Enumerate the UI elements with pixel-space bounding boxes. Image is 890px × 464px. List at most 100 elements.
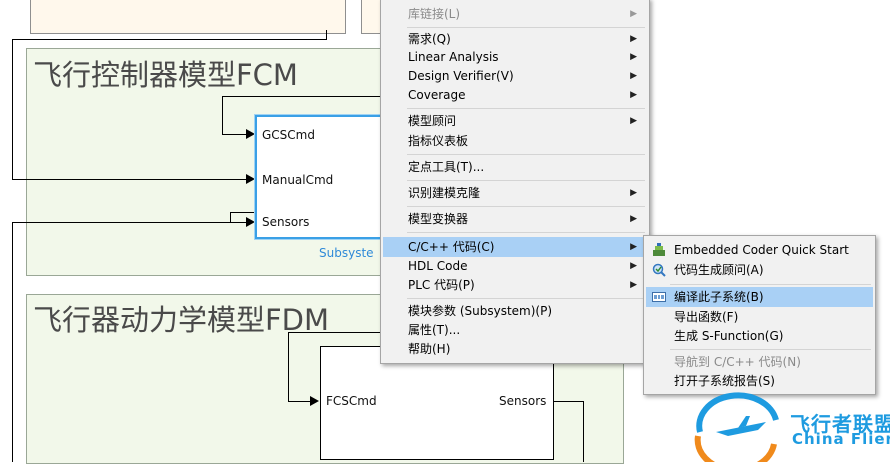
upper-area[interactable] <box>30 0 346 34</box>
menu-item-label: Design Verifier(V) <box>408 69 514 83</box>
port-manualcmd: ManualCmd <box>262 173 334 187</box>
menu-item-label: 编译此子系统(B) <box>674 290 764 304</box>
menu-item-metrics-dashboard[interactable]: 指标仪表板 <box>383 131 647 151</box>
menu-separator <box>407 180 645 181</box>
chevron-right-icon: ▶ <box>630 52 637 62</box>
menu-item-plc-code[interactable]: PLC 代码(P) ▶ <box>383 275 647 295</box>
arrow-head <box>310 396 319 406</box>
subsystem-name[interactable]: Subsyste <box>319 246 374 260</box>
menu-item-hdl-code[interactable]: HDL Code ▶ <box>383 256 647 276</box>
port-fcscmd: FCSCmd <box>326 394 377 408</box>
menu-item-label: 属性(T)... <box>408 323 461 337</box>
menu-item-linear-analysis[interactable]: Linear Analysis ▶ <box>383 47 647 67</box>
menu-item-label: HDL Code <box>408 259 468 273</box>
chevron-right-icon: ▶ <box>630 9 637 19</box>
signal-line[interactable] <box>288 332 382 333</box>
menu-item-help[interactable]: 帮助(H) <box>383 339 647 359</box>
submenu-item-navigate-to-code[interactable]: 导航到 C/C++ 代码(N) <box>646 352 873 372</box>
code-submenu[interactable]: Embedded Coder Quick Start 代码生成顾问(A) 编译此… <box>643 235 876 395</box>
context-menu[interactable]: 库链接(L) ▶ 需求(Q) ▶ Linear Analysis ▶ Design V… <box>380 0 650 364</box>
code-advisor-icon <box>652 263 666 277</box>
menu-separator <box>407 298 645 299</box>
arrow-head <box>246 129 255 139</box>
signal-line[interactable] <box>326 30 327 40</box>
subsystem-block[interactable] <box>255 115 389 239</box>
submenu-item-code-advisor[interactable]: 代码生成顾问(A) <box>646 260 873 280</box>
build-subsystem-icon <box>652 290 666 304</box>
arrow-head <box>246 174 255 184</box>
signal-line[interactable] <box>222 134 248 135</box>
signal-line[interactable] <box>583 401 584 462</box>
menu-separator <box>407 154 645 155</box>
signal-line[interactable] <box>222 96 223 134</box>
menu-separator <box>670 284 871 285</box>
menu-item-properties[interactable]: 属性(T)... <box>383 320 647 340</box>
menu-item-fixed-point-tool[interactable]: 定点工具(T)... <box>383 157 647 177</box>
chevron-right-icon: ▶ <box>630 71 637 81</box>
menu-item-label: Coverage <box>408 88 466 102</box>
signal-line[interactable] <box>230 212 231 222</box>
menu-separator <box>407 108 645 109</box>
menu-item-label: 指标仪表板 <box>408 134 469 148</box>
signal-line[interactable] <box>553 401 583 402</box>
signal-line[interactable] <box>288 332 289 401</box>
watermark-logo-icon <box>694 392 779 462</box>
embedded-coder-icon <box>652 243 666 257</box>
menu-item-design-verifier[interactable]: Design Verifier(V) ▶ <box>383 66 647 86</box>
menu-item-label: 代码生成顾问(A) <box>674 263 764 277</box>
menu-separator <box>407 27 645 28</box>
menu-item-cpp-code[interactable]: C/C++ 代码(C) ▶ <box>383 237 647 257</box>
chevron-right-icon: ▶ <box>630 34 637 44</box>
signal-line[interactable] <box>12 222 13 462</box>
menu-item-library-link[interactable]: 库链接(L) ▶ <box>383 4 647 24</box>
menu-item-label: C/C++ 代码(C) <box>408 240 495 254</box>
menu-item-label: 模型顾问 <box>408 114 457 128</box>
port-sensors-out: Sensors <box>499 394 547 408</box>
signal-line[interactable] <box>222 96 382 97</box>
menu-item-coverage[interactable]: Coverage ▶ <box>383 85 647 105</box>
chevron-right-icon: ▶ <box>630 242 637 252</box>
menu-item-identify-clones[interactable]: 识别建模克隆 ▶ <box>383 183 647 203</box>
menu-item-label: 生成 S-Function(G) <box>674 329 784 343</box>
menu-item-label: 帮助(H) <box>408 342 451 356</box>
signal-line[interactable] <box>288 401 310 402</box>
menu-item-requirements[interactable]: 需求(Q) ▶ <box>383 29 647 49</box>
submenu-item-build-subsystem[interactable]: 编译此子系统(B) <box>646 287 873 307</box>
menu-item-label: PLC 代码(P) <box>408 278 475 292</box>
watermark-cn: 飞行者联盟 <box>790 412 890 436</box>
menu-item-label: 库链接(L) <box>408 7 461 21</box>
menu-separator <box>407 232 645 233</box>
submenu-item-export-functions[interactable]: 导出函数(F) <box>646 307 873 327</box>
menu-item-label: 打开子系统报告(S) <box>674 374 775 388</box>
watermark-en: China Flier <box>792 430 890 448</box>
fdm-block[interactable] <box>320 346 554 460</box>
submenu-item-generate-s-function[interactable]: 生成 S-Function(G) <box>646 326 873 346</box>
chevron-right-icon: ▶ <box>630 280 637 290</box>
submenu-item-open-subsystem-report[interactable]: 打开子系统报告(S) <box>646 371 873 391</box>
menu-item-label: 定点工具(T)... <box>408 160 485 174</box>
menu-separator <box>407 206 645 207</box>
port-gcscmd: GCSCmd <box>262 128 315 142</box>
signal-line[interactable] <box>12 39 327 40</box>
menu-item-block-parameters[interactable]: 模块参数 (Subsystem)(P) <box>383 301 647 321</box>
chevron-right-icon: ▶ <box>630 90 637 100</box>
menu-item-label: 识别建模克隆 <box>408 186 481 200</box>
menu-item-model-transformer[interactable]: 模型变换器 ▶ <box>383 209 647 229</box>
signal-line[interactable] <box>12 222 248 223</box>
menu-item-model-advisor[interactable]: 模型顾问 ▶ <box>383 111 647 131</box>
chevron-right-icon: ▶ <box>630 214 637 224</box>
chevron-right-icon: ▶ <box>630 116 637 126</box>
port-sensors: Sensors <box>262 215 310 229</box>
submenu-item-embedded-coder-quick-start[interactable]: Embedded Coder Quick Start <box>646 240 873 260</box>
menu-item-label: Embedded Coder Quick Start <box>674 243 849 257</box>
menu-item-label: 导出函数(F) <box>674 310 739 324</box>
chevron-right-icon: ▶ <box>630 261 637 271</box>
chevron-right-icon: ▶ <box>630 188 637 198</box>
menu-item-label: 需求(Q) <box>408 32 451 46</box>
menu-item-label: 模型变换器 <box>408 212 469 226</box>
signal-line[interactable] <box>12 39 13 180</box>
menu-item-label: 模块参数 (Subsystem)(P) <box>408 304 553 318</box>
menu-separator <box>670 349 871 350</box>
signal-line[interactable] <box>12 179 248 180</box>
menu-item-label: Linear Analysis <box>408 50 499 64</box>
